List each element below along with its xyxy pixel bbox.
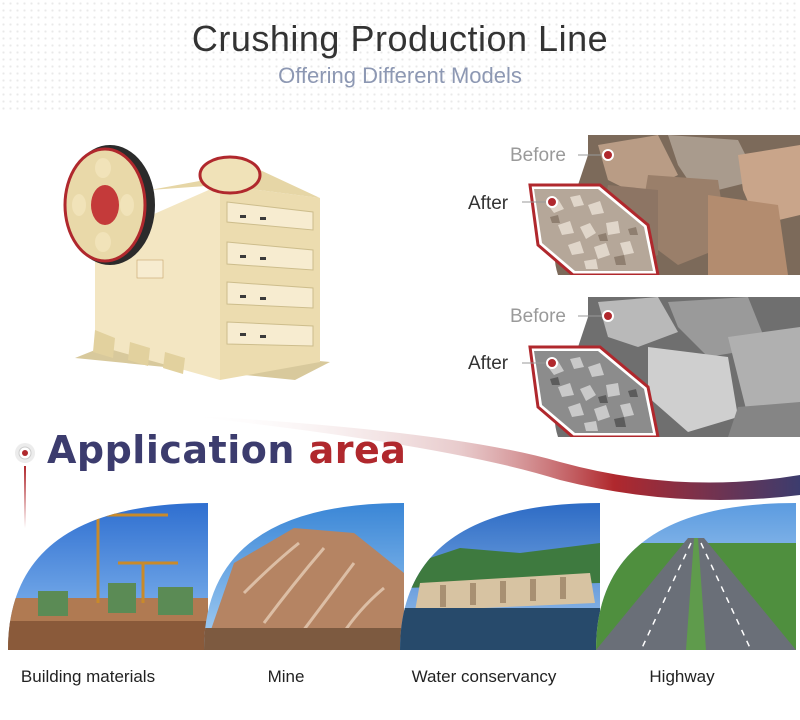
rock-comparison-top (528, 135, 800, 275)
pointer-dot-icon (522, 357, 558, 369)
pointer-dot-icon (578, 310, 614, 322)
decorative-swoosh (180, 415, 800, 500)
application-title-accent: area (308, 428, 407, 472)
area-image-mine (204, 503, 404, 650)
application-title-main: Application (47, 428, 295, 472)
page-title: Crushing Production Line (191, 18, 609, 59)
rock-comparison-bottom (528, 297, 800, 437)
area-image-building-materials (8, 503, 208, 650)
application-area-heading: Application area (47, 428, 406, 472)
pointer-dot-icon (522, 196, 558, 208)
jaw-crusher-image (63, 145, 330, 380)
before-label-top: Before (510, 145, 566, 166)
area-label-mine: Mine (267, 667, 305, 686)
after-label-bottom: After (468, 353, 509, 374)
area-image-water-conservancy (400, 503, 600, 650)
pointer-dot-icon (578, 149, 614, 161)
after-label-top: After (468, 193, 509, 214)
target-dot-icon (15, 443, 35, 463)
area-label-highway: Highway (649, 667, 715, 686)
before-label-bottom: Before (510, 306, 566, 327)
area-image-highway (596, 503, 796, 650)
header-dot-texture (0, 0, 800, 110)
page-subtitle: Offering Different Models (278, 63, 522, 88)
area-label-building-materials: Building materials (20, 667, 156, 686)
area-label-water-conservancy: Water conservancy (411, 667, 557, 686)
marker-line (24, 466, 26, 528)
